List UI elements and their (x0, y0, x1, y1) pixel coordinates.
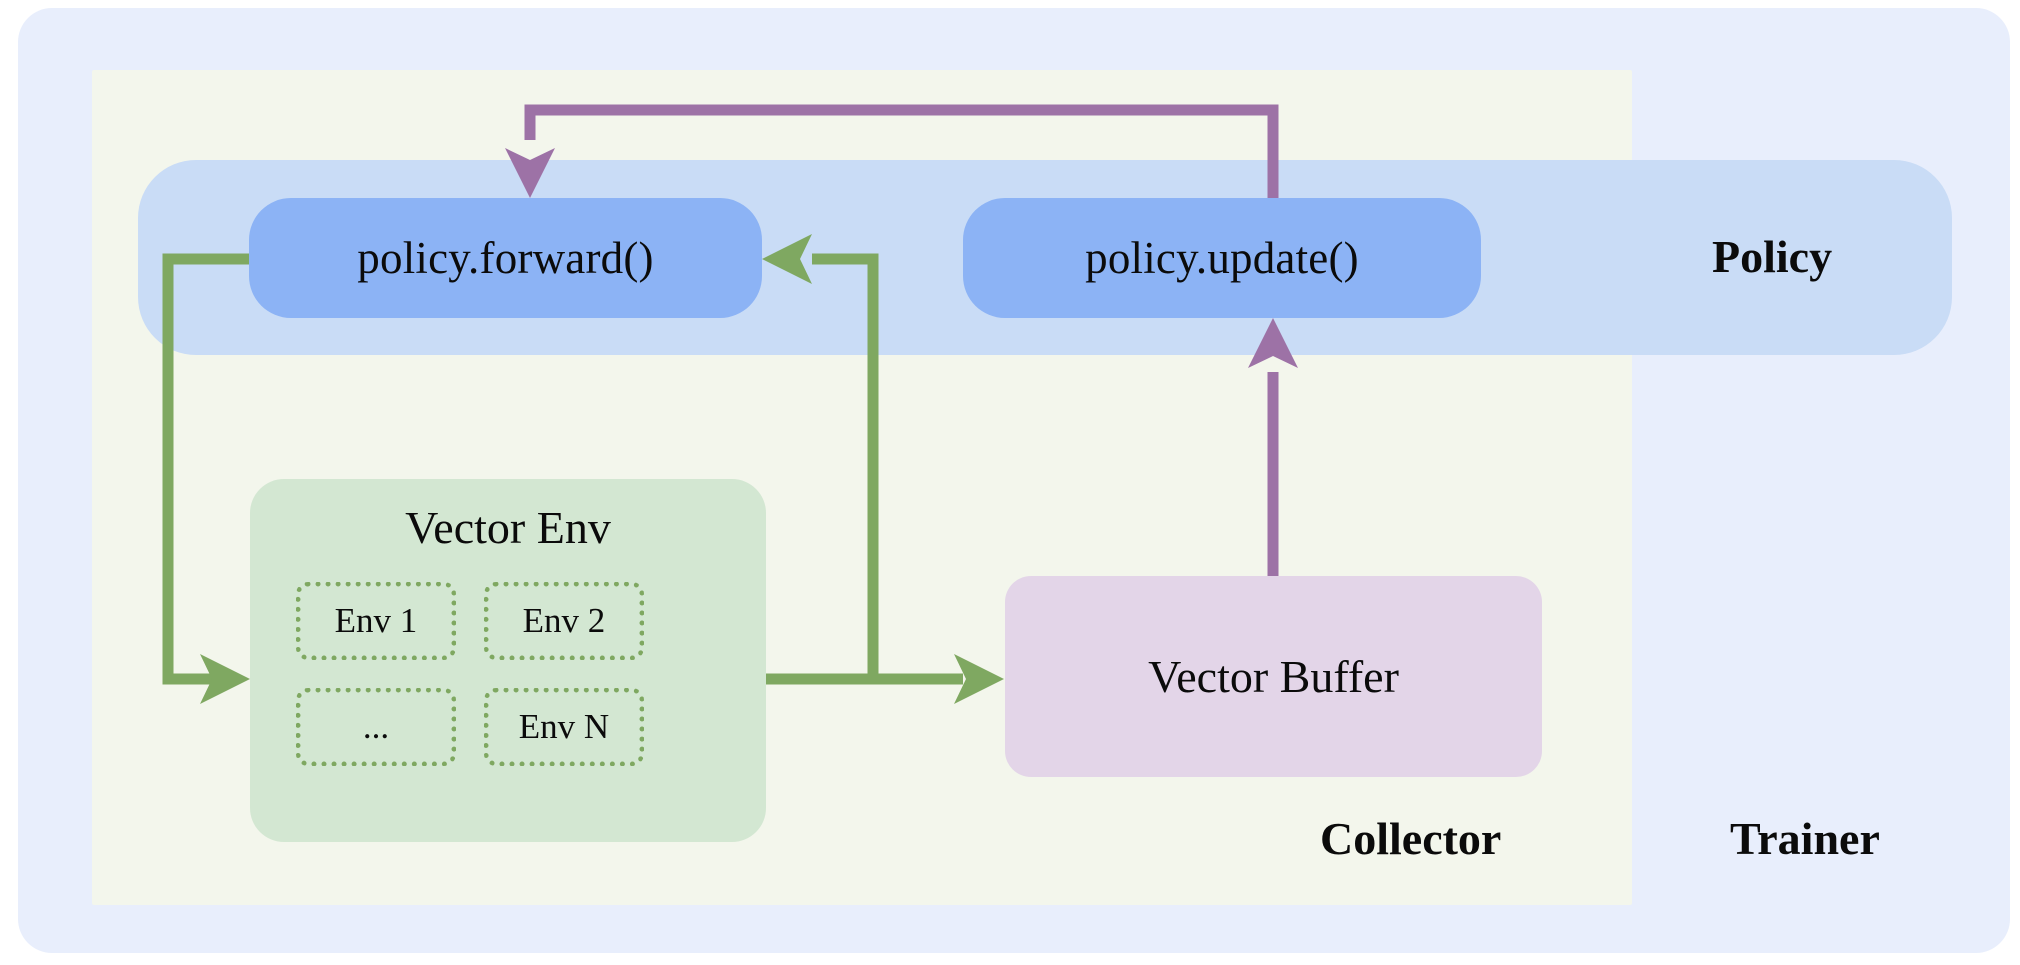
env-item-1[interactable]: Env 1 (296, 582, 456, 660)
policy-region-label: Policy (1712, 231, 1833, 282)
env-item-n[interactable]: Env N (484, 688, 644, 766)
vector-env-title: Vector Env (405, 502, 611, 553)
trainer-region-label: Trainer (1730, 813, 1880, 864)
env-grid: Env 1 Env 2 ... Env N (296, 582, 726, 766)
vector-env-node[interactable]: Vector Env Env 1 Env 2 ... Env N (250, 479, 766, 842)
collector-region-label: Collector (1320, 813, 1502, 864)
env-item-2[interactable]: Env 2 (484, 582, 644, 660)
env-item-ellipsis[interactable]: ... (296, 688, 456, 766)
vector-buffer-node[interactable]: Vector Buffer (1005, 576, 1542, 777)
policy-forward-node[interactable]: policy.forward() (249, 198, 762, 318)
policy-update-node[interactable]: policy.update() (963, 198, 1481, 318)
